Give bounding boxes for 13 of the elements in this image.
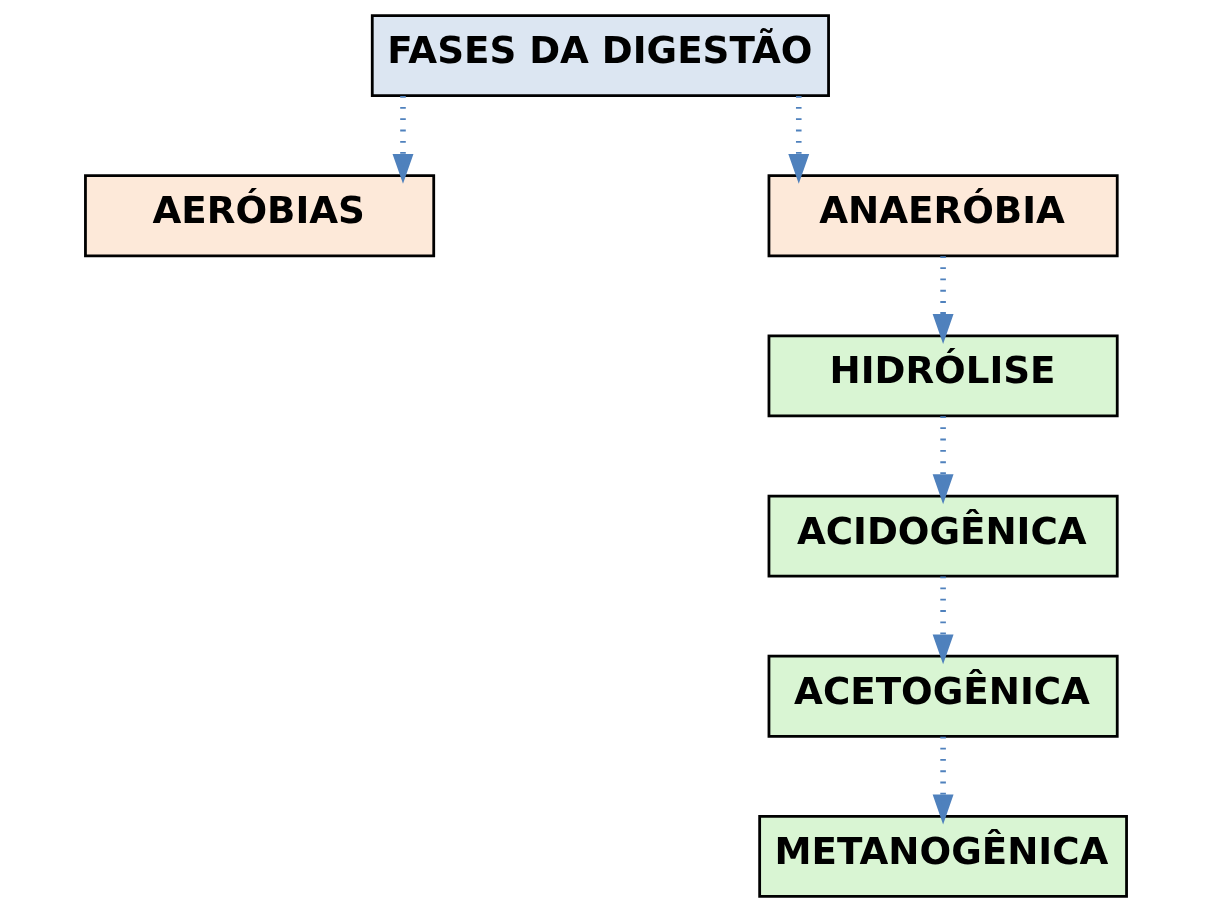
arrow [932,416,954,505]
node-box: METANOGÊNICA [757,815,1128,898]
node-box: FASES DA DIGESTÃO [370,14,830,97]
node-box: AERÓBIAS [83,174,435,258]
node-box: HIDRÓLISE [767,334,1119,418]
node-box: ANAERÓBIA [767,174,1119,258]
arrow [932,576,954,665]
node-box: ACETOGÊNICA [767,654,1119,738]
node-box: ACIDOGÊNICA [767,494,1119,578]
arrow [787,96,809,184]
arrow [932,256,954,344]
arrow [392,96,413,184]
arrow [932,736,954,825]
